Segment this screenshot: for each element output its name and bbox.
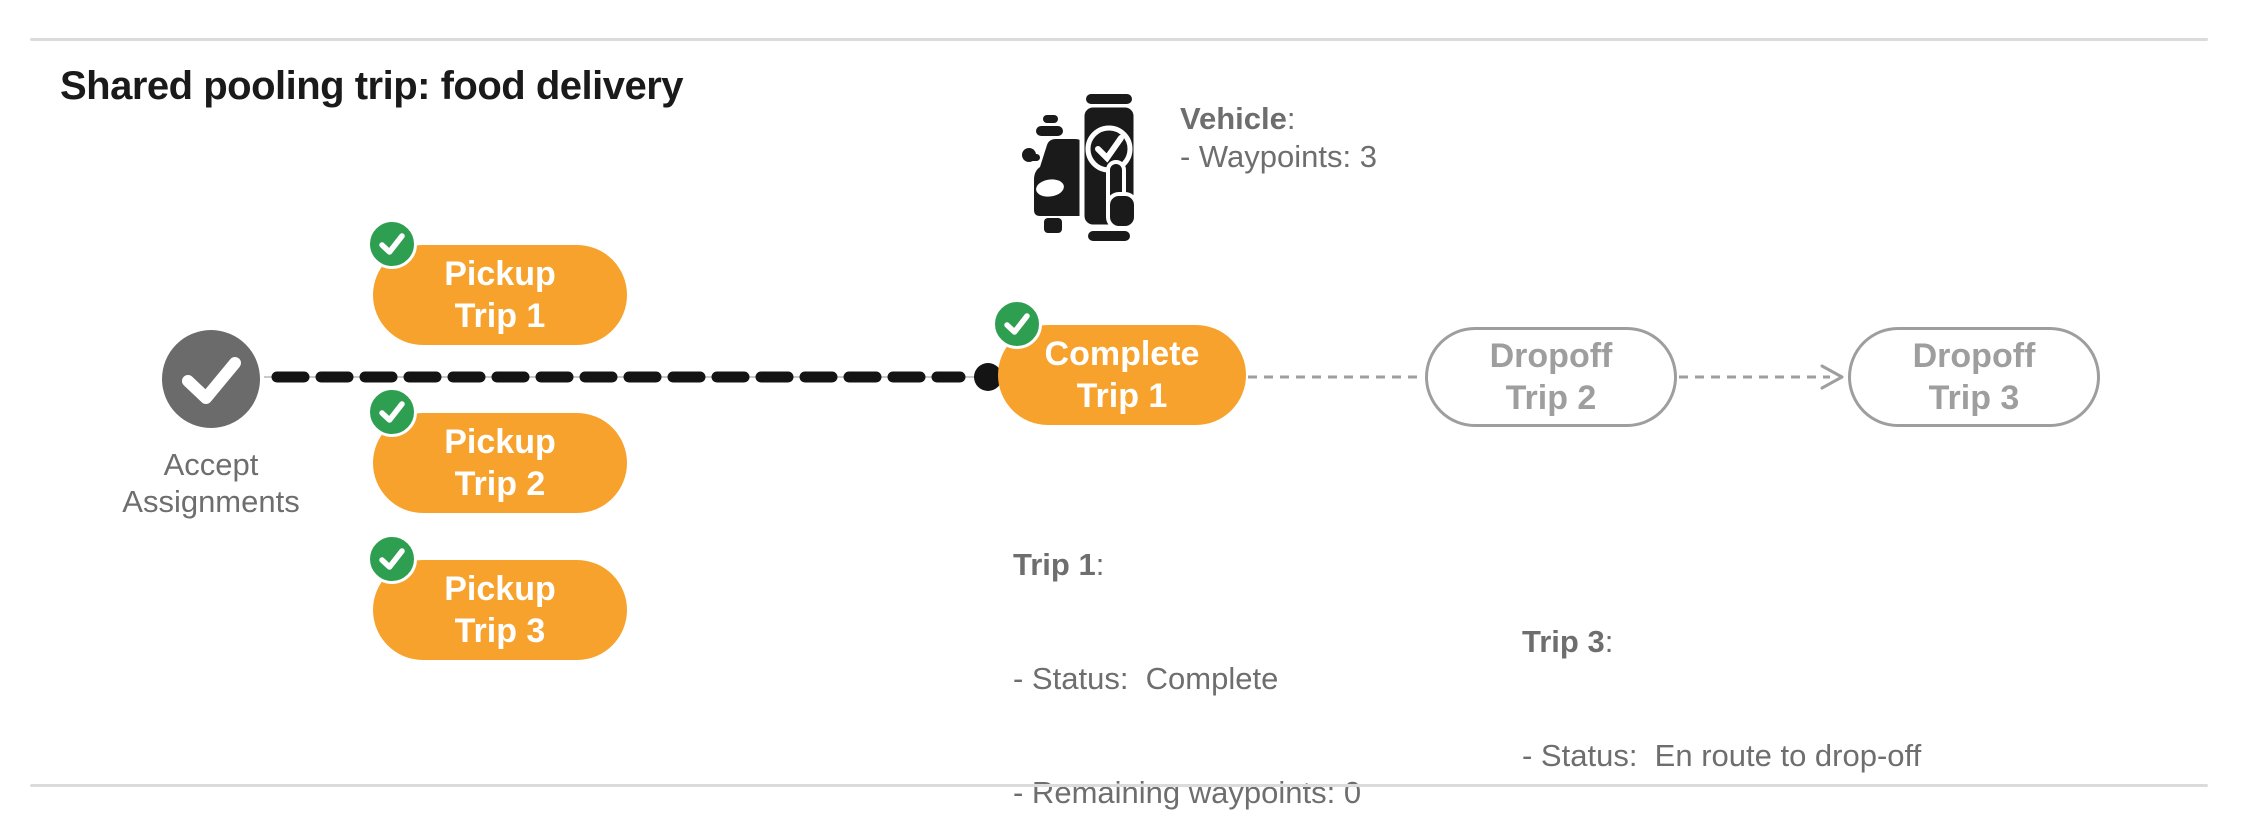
vehicle-waypoints: - Waypoints: 3: [1180, 139, 1377, 174]
node-dropoff-trip-2: Dropoff Trip 2: [1425, 327, 1677, 427]
check-badge-icon: [367, 387, 417, 437]
trip3-status: - Status: En route to drop-off: [1522, 738, 1922, 773]
accept-assignments-label: Accept Assignments: [122, 447, 300, 519]
node-pickup-trip-2: Pickup Trip 2: [367, 387, 627, 513]
trip1-remaining: - Remaining waypoints: 0: [1013, 775, 1362, 810]
trip3-heading: Trip 3:: [1522, 624, 1614, 659]
trip-details-right: Trip 3: - Status: En route to drop-off -…: [1522, 547, 1921, 825]
accept-assignments-node: [162, 330, 260, 428]
check-badge-icon: [992, 299, 1042, 349]
page-title: Shared pooling trip: food delivery: [60, 64, 684, 108]
node-pickup-trip-1: Pickup Trip 1: [367, 219, 627, 345]
vehicle-heading: Vehicle:: [1180, 101, 1296, 136]
bottom-divider: [30, 784, 2208, 787]
trip1-heading: Trip 1:: [1013, 547, 1105, 582]
node-dropoff-trip-3: Dropoff Trip 3: [1848, 327, 2100, 427]
node-pickup-trip-3: Pickup Trip 3: [367, 534, 627, 660]
checkmark-icon: [182, 357, 241, 404]
trip-details-left: Trip 1: - Status: Complete - Remaining w…: [1013, 470, 1412, 825]
check-badge-icon: [367, 219, 417, 269]
vehicle-phone-icon: [1022, 94, 1139, 241]
node-complete-trip-1: Complete Trip 1: [992, 299, 1246, 425]
top-divider: [30, 38, 2208, 41]
vehicle-info: Vehicle: - Waypoints: 3: [1180, 100, 1377, 176]
arrowhead-icon: [1820, 364, 1844, 390]
vehicle-label: Vehicle: [1180, 101, 1287, 136]
trip1-status: - Status: Complete: [1013, 661, 1279, 696]
check-badge-icon: [367, 534, 417, 584]
